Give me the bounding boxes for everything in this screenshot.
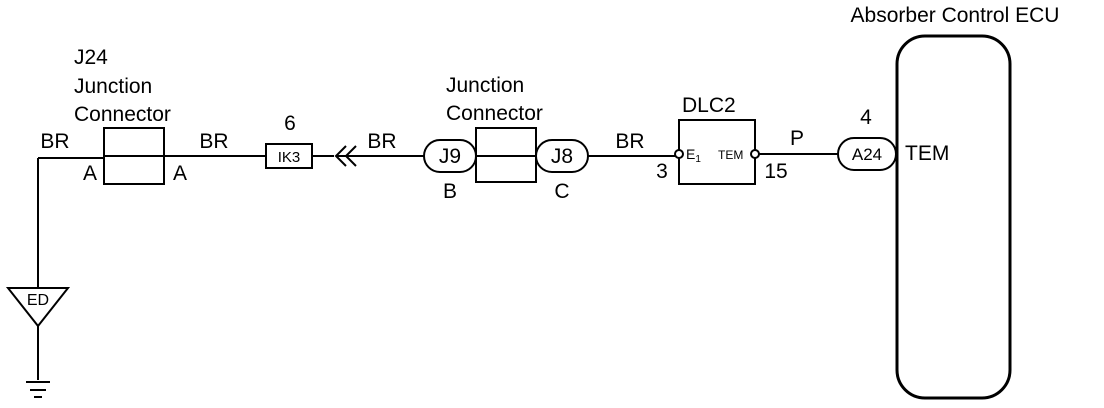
dlc2-terminal-e1-dot xyxy=(674,149,684,159)
j24-title-line2: Junction xyxy=(74,75,152,98)
wire-br-label-2: BR xyxy=(199,130,228,153)
j24-title-line1: J24 xyxy=(74,46,108,69)
jc-title-line2: Connector xyxy=(446,102,543,125)
jc-pin-right: C xyxy=(554,180,569,203)
wire-p-label: P xyxy=(790,127,804,150)
wire-br-label-1: BR xyxy=(40,130,69,153)
dlc2-pin-right: 15 xyxy=(764,160,787,183)
dlc2-title: DLC2 xyxy=(682,94,736,117)
ecu-title: Absorber Control ECU xyxy=(851,4,1060,27)
a24-label: A24 xyxy=(852,145,882,164)
wire-br-label-3: BR xyxy=(367,130,396,153)
j24-junction-connector: J24 Junction Connector A A xyxy=(74,46,187,185)
a24-pin: 4 xyxy=(860,106,872,129)
jc-connector-j8-label: J8 xyxy=(551,145,573,168)
jc-connector-j9-label: J9 xyxy=(439,145,461,168)
dlc2-terminal-tem-dot xyxy=(750,149,760,159)
ik3-pin: 6 xyxy=(284,112,296,135)
junction-connector-j9-j8: Junction Connector J9 J8 B C xyxy=(423,74,589,203)
j24-pin-right: A xyxy=(173,162,187,185)
ground-label: ED xyxy=(27,292,49,309)
dlc2-terminal-tem: TEM xyxy=(718,148,743,162)
absorber-control-ecu: Absorber Control ECU TEM xyxy=(851,4,1060,400)
a24-connector: 4 A24 xyxy=(837,106,897,171)
jc-pin-left: B xyxy=(443,180,457,203)
dlc2-terminal-e1: E1 xyxy=(686,146,701,165)
j24-pin-left: A xyxy=(83,162,97,185)
ground-triangle xyxy=(5,287,71,328)
dlc2-pin-left: 3 xyxy=(656,160,668,183)
ecu-body xyxy=(895,34,1012,400)
dlc2-connector: DLC2 E1 TEM 3 15 xyxy=(656,94,788,185)
ik3-connector: 6 IK3 xyxy=(265,112,357,169)
wire-br-label-4: BR xyxy=(615,130,644,153)
jc-title-line1: Junction xyxy=(446,74,524,97)
ecu-terminal-tem: TEM xyxy=(905,142,949,165)
ik3-label: IK3 xyxy=(278,149,301,166)
ground-ed: ED xyxy=(5,158,71,398)
j24-title-line3: Connector xyxy=(74,103,171,126)
